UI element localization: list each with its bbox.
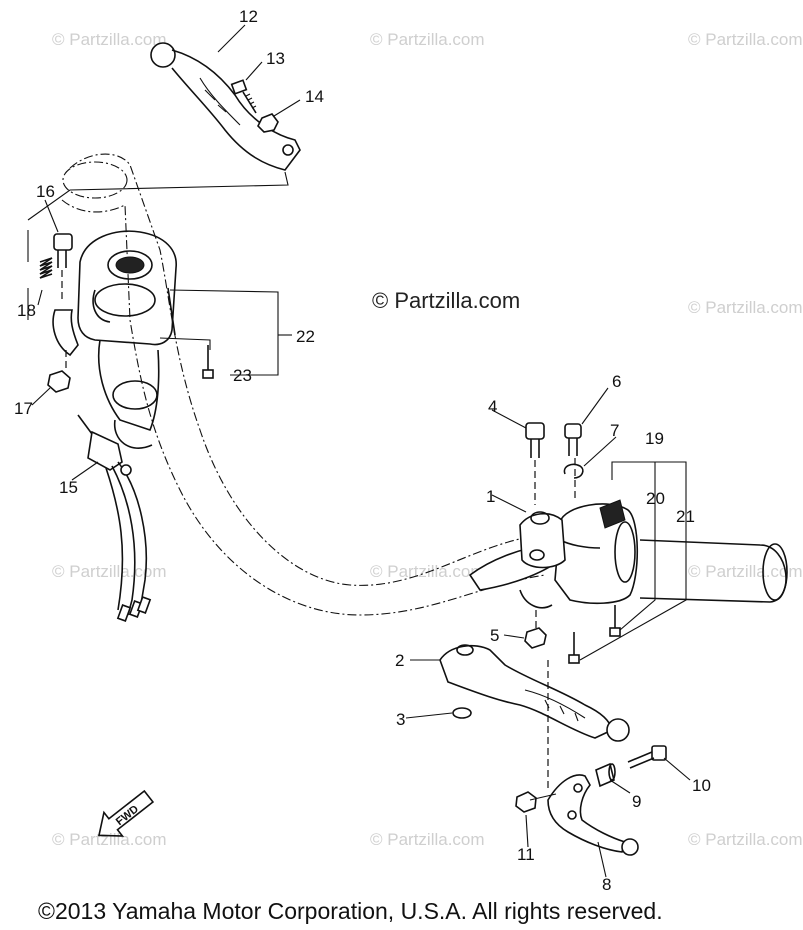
- nut-5: [524, 627, 547, 649]
- nut-11: [515, 791, 557, 813]
- screw-20: [609, 605, 621, 637]
- callout-5: 5: [490, 626, 500, 645]
- callout-15: 15: [59, 478, 78, 497]
- watermark: © Partzilla.com: [688, 298, 803, 317]
- watermark: © Partzilla.com: [52, 562, 167, 581]
- collar-9: [595, 762, 616, 788]
- bolt-13: [230, 79, 257, 114]
- callout-14: 14: [305, 87, 324, 106]
- bolt-10: [627, 745, 667, 769]
- copyright-notice: ©2013 Yamaha Motor Corporation, U.S.A. A…: [38, 898, 663, 924]
- right-switch-housing: [554, 499, 639, 605]
- right-grip: [639, 539, 788, 603]
- bolt-16: [53, 233, 73, 268]
- watermark: © Partzilla.com: [688, 30, 803, 49]
- callout-2: 2: [395, 651, 405, 670]
- callout-11: 11: [517, 845, 535, 864]
- rear-brake-lever: [547, 774, 639, 856]
- upper-lever: [150, 42, 301, 171]
- fwd-label: FWD: [114, 803, 141, 828]
- watermark: © Partzilla.com: [370, 830, 485, 849]
- nut-14: [257, 113, 279, 133]
- callout-10: 10: [692, 776, 711, 795]
- callout-4: 4: [488, 397, 498, 416]
- screw-23: [202, 345, 214, 379]
- bolt-6: [564, 423, 582, 456]
- callout-12: 12: [239, 7, 258, 26]
- watermark: © Partzilla.com: [370, 562, 485, 581]
- screw-21: [568, 632, 580, 664]
- watermark: © Partzilla.com: [52, 30, 167, 49]
- callout-22: 22: [296, 327, 315, 346]
- callout-1: 1: [486, 487, 496, 506]
- clip-7: [563, 463, 584, 479]
- watermark: © Partzilla.com: [52, 830, 167, 849]
- callout-3: 3: [396, 710, 406, 729]
- switch-15: [77, 414, 152, 622]
- center-watermark: © Partzilla.com: [372, 288, 521, 313]
- watermark: © Partzilla.com: [688, 562, 803, 581]
- callout-8: 8: [602, 875, 612, 894]
- front-brake-lever: [439, 644, 630, 742]
- watermark: © Partzilla.com: [370, 30, 485, 49]
- watermark: © Partzilla.com: [688, 830, 803, 849]
- callout-18: 18: [17, 301, 36, 320]
- callout-21: 21: [676, 507, 695, 526]
- fwd-arrow-icon: FWD: [98, 789, 155, 837]
- callout-17: 17: [14, 399, 33, 418]
- callout-13: 13: [266, 49, 285, 68]
- callout-9: 9: [632, 792, 642, 811]
- callout-20: 20: [646, 489, 665, 508]
- callout-19: 19: [645, 429, 664, 448]
- bolt-4: [525, 422, 545, 458]
- callout-7: 7: [610, 421, 620, 440]
- washer-3: [452, 707, 472, 719]
- handlebar: [61, 153, 546, 616]
- lever-bracket: [468, 511, 566, 609]
- spring-18: [39, 257, 53, 279]
- callout-6: 6: [612, 372, 622, 391]
- nut-17: [47, 370, 71, 393]
- left-throttle-housing: [77, 230, 177, 449]
- callout-23: 23: [233, 366, 252, 385]
- callout-16: 16: [36, 182, 55, 201]
- leader-lines: [31, 24, 691, 878]
